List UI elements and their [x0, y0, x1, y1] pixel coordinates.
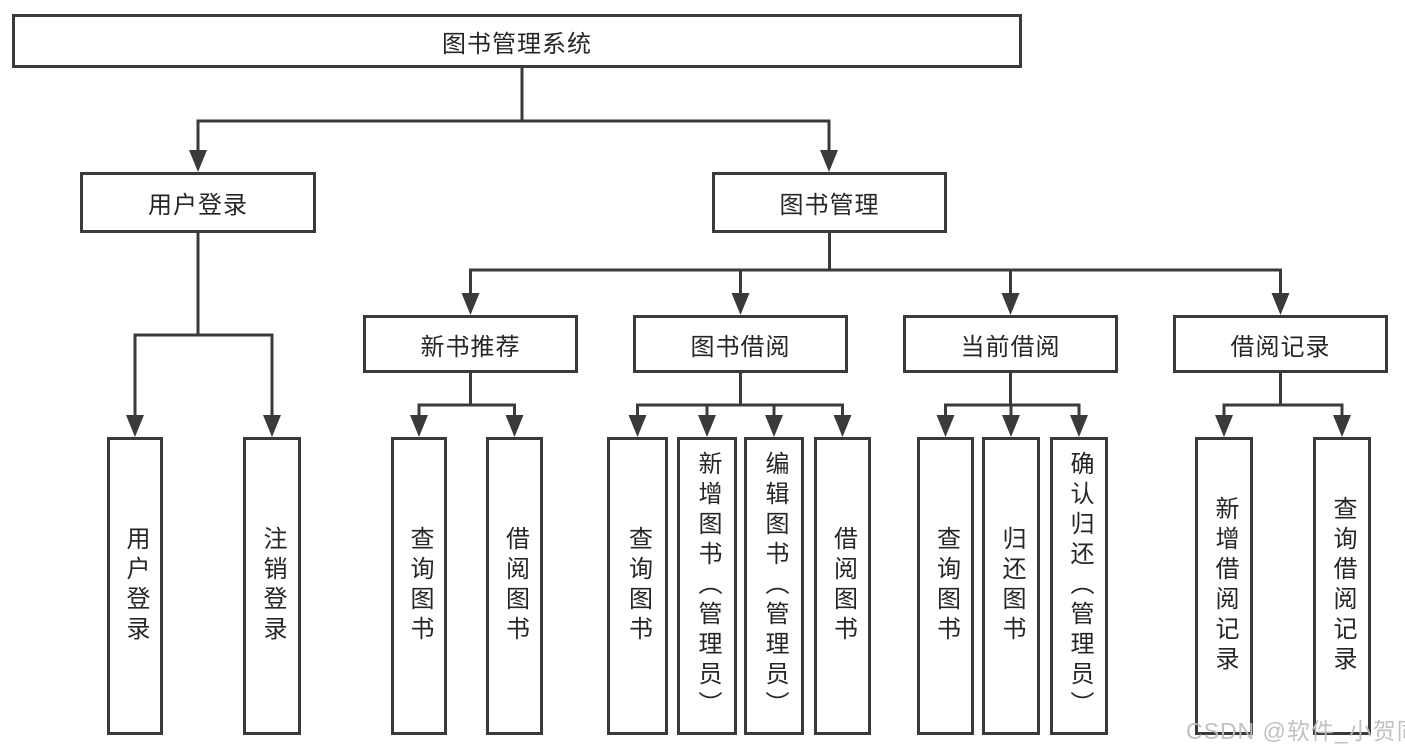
leaf-label: 注销登录	[259, 526, 286, 646]
node-borrowing-records: 借阅记录	[1173, 315, 1388, 373]
leaf-add-borrow-record: 新增借阅记录	[1195, 437, 1253, 735]
node-library-management-system: 图书管理系统	[12, 14, 1022, 68]
leaf-label: 查询借阅记录	[1329, 496, 1356, 676]
leaf-label: 查询图书	[406, 526, 433, 646]
leaf-label: 借阅图书	[501, 526, 529, 646]
connector-borrow-records-branch	[1215, 371, 1351, 437]
node-book-borrowing: 图书借阅	[633, 315, 848, 373]
leaf-add-book-admin: 新增图书（管理员）	[677, 437, 737, 735]
watermark: CSDN @软件_小贺同学	[1186, 718, 1405, 744]
node-label: 借阅记录	[1230, 333, 1331, 361]
leaf-return-books: 归还图书	[982, 437, 1040, 735]
leaf-query-borrow-record: 查询借阅记录	[1313, 437, 1371, 735]
leaf-label: 确认归还（管理员）	[1066, 451, 1093, 721]
leaf-query-books: 查询图书	[607, 437, 668, 735]
leaf-edit-book-admin: 编辑图书（管理员）	[744, 437, 804, 735]
connector-current-borrow-branch	[936, 371, 1088, 437]
leaf-label: 编辑图书（管理员）	[761, 451, 788, 721]
node-label: 当前借阅	[960, 333, 1061, 361]
leaf-label: 归还图书	[998, 526, 1025, 646]
connector-user-login-branch	[126, 230, 281, 437]
connector-root-to-level2	[189, 68, 838, 172]
node-label: 图书管理	[779, 192, 880, 219]
node-new-book-recommendation: 新书推荐	[363, 315, 578, 373]
node-label: 图书管理系统	[442, 30, 592, 58]
leaf-query-books: 查询图书	[391, 437, 447, 735]
leaf-borrow-books: 借阅图书	[486, 437, 543, 735]
node-book-management: 图书管理	[712, 172, 947, 233]
leaf-label: 借阅图书	[829, 526, 857, 646]
leaf-label: 查询图书	[624, 526, 652, 646]
leaf-confirm-return-admin: 确认归还（管理员）	[1050, 437, 1108, 735]
leaf-label: 新增借阅记录	[1211, 496, 1238, 676]
leaf-logout: 注销登录	[243, 437, 301, 735]
node-label: 用户登录	[148, 192, 248, 219]
node-label: 新书推荐	[420, 333, 521, 361]
node-user-login: 用户登录	[80, 172, 316, 233]
leaf-label: 新增图书（管理员）	[694, 451, 721, 721]
leaf-label: 查询图书	[932, 526, 960, 646]
leaf-borrow-books: 借阅图书	[814, 437, 871, 735]
node-label: 图书借阅	[690, 333, 791, 361]
connector-book-borrow-branch	[628, 371, 852, 437]
node-current-borrowing: 当前借阅	[903, 315, 1118, 373]
leaf-label: 用户登录	[122, 526, 149, 646]
leaf-query-books: 查询图书	[917, 437, 974, 735]
leaf-user-login: 用户登录	[107, 437, 163, 735]
connector-book-management-to-level3	[461, 230, 1290, 315]
connector-new-book-branch	[410, 371, 524, 437]
